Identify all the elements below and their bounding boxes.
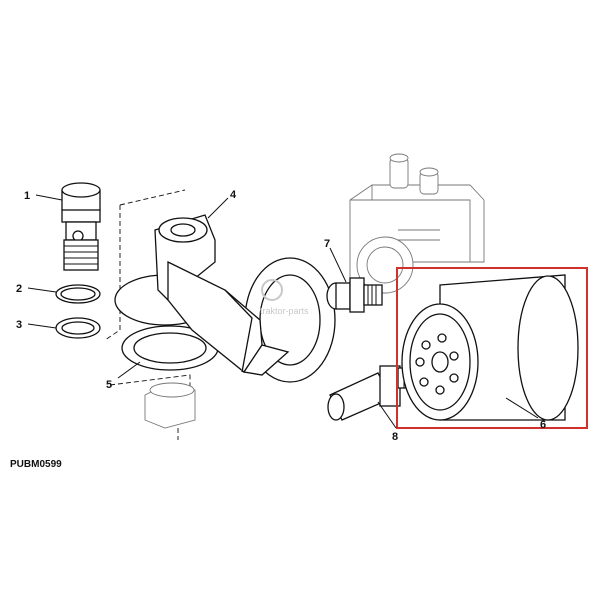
part-2-o-ring: [55, 284, 101, 304]
watermark-text: traktor-parts: [260, 306, 309, 316]
leader-7: [329, 247, 347, 283]
callout-2: 2: [16, 283, 22, 295]
part-5-gasket: [121, 325, 219, 371]
leader-1: [35, 194, 63, 201]
callout-4: 4: [230, 189, 237, 201]
leader-6: [505, 397, 539, 419]
drain-plug-outline: [144, 382, 196, 429]
callout-7: 7: [324, 238, 330, 250]
callout-3: 3: [16, 319, 22, 331]
callout-5: 5: [106, 379, 112, 391]
callout-6: 6: [540, 419, 546, 431]
watermark: traktor-parts: [260, 279, 309, 316]
part-7-fitting: [326, 277, 383, 313]
part-1-valve-plug: [61, 182, 101, 271]
engine-block-outline: [349, 153, 485, 294]
part-4-filter-head: [114, 214, 336, 383]
leader-8: [377, 401, 397, 429]
leader-4: [207, 197, 229, 219]
highlight-box: [396, 267, 588, 429]
leader-2: [27, 287, 57, 293]
callout-1: 1: [24, 190, 30, 202]
alignment-bracket-left: [104, 189, 191, 395]
leader-5: [117, 361, 141, 379]
part-3-sealing-ring: [55, 317, 101, 339]
part-6-oil-filter: [401, 274, 579, 421]
callout-8: 8: [392, 431, 398, 443]
drawing-code: PUBM0599: [10, 459, 62, 470]
leader-3: [27, 323, 57, 329]
